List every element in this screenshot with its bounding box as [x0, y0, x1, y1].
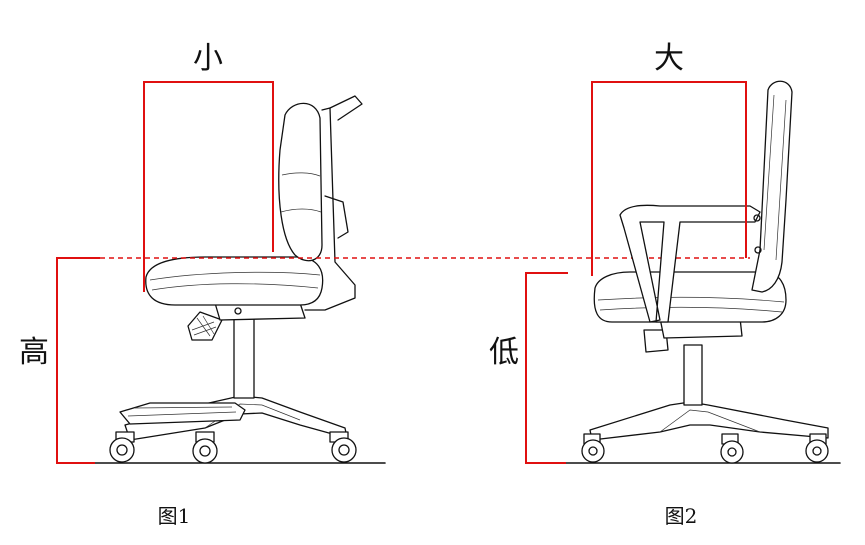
figure2-chair-base	[589, 401, 829, 441]
figure2-height-bracket	[525, 272, 568, 464]
figure1-height-label: 高	[19, 335, 49, 370]
figure1-depth-bracket	[143, 81, 274, 292]
figure2-depth-label: 大	[654, 41, 684, 76]
figure1-gas-column	[233, 315, 255, 399]
figure2-casters	[581, 433, 829, 464]
figure1-guide-lines	[56, 81, 274, 464]
figure2-backrest	[751, 80, 793, 293]
figure1-adjustment-knob	[187, 311, 223, 341]
figure1-footrest	[119, 402, 246, 425]
figure1-casters	[109, 431, 357, 464]
figure1-backrest	[278, 102, 323, 262]
figure2-chair-drawing	[565, 80, 841, 464]
figure1-depth-label: 小	[193, 41, 223, 76]
figure1-caption: 图1	[158, 504, 191, 528]
figure2-guide-lines	[525, 81, 747, 464]
figure2-depth-bracket	[591, 81, 747, 276]
figure2-height-label: 低	[489, 335, 519, 370]
figure1-height-bracket	[56, 257, 100, 464]
figure1-chair-drawing	[94, 95, 386, 464]
figure2-adjustment-knob	[643, 329, 669, 353]
figure2-gas-column	[683, 344, 703, 406]
figure2-caption: 图2	[665, 504, 698, 528]
figure1-seat-cushion	[145, 256, 324, 306]
